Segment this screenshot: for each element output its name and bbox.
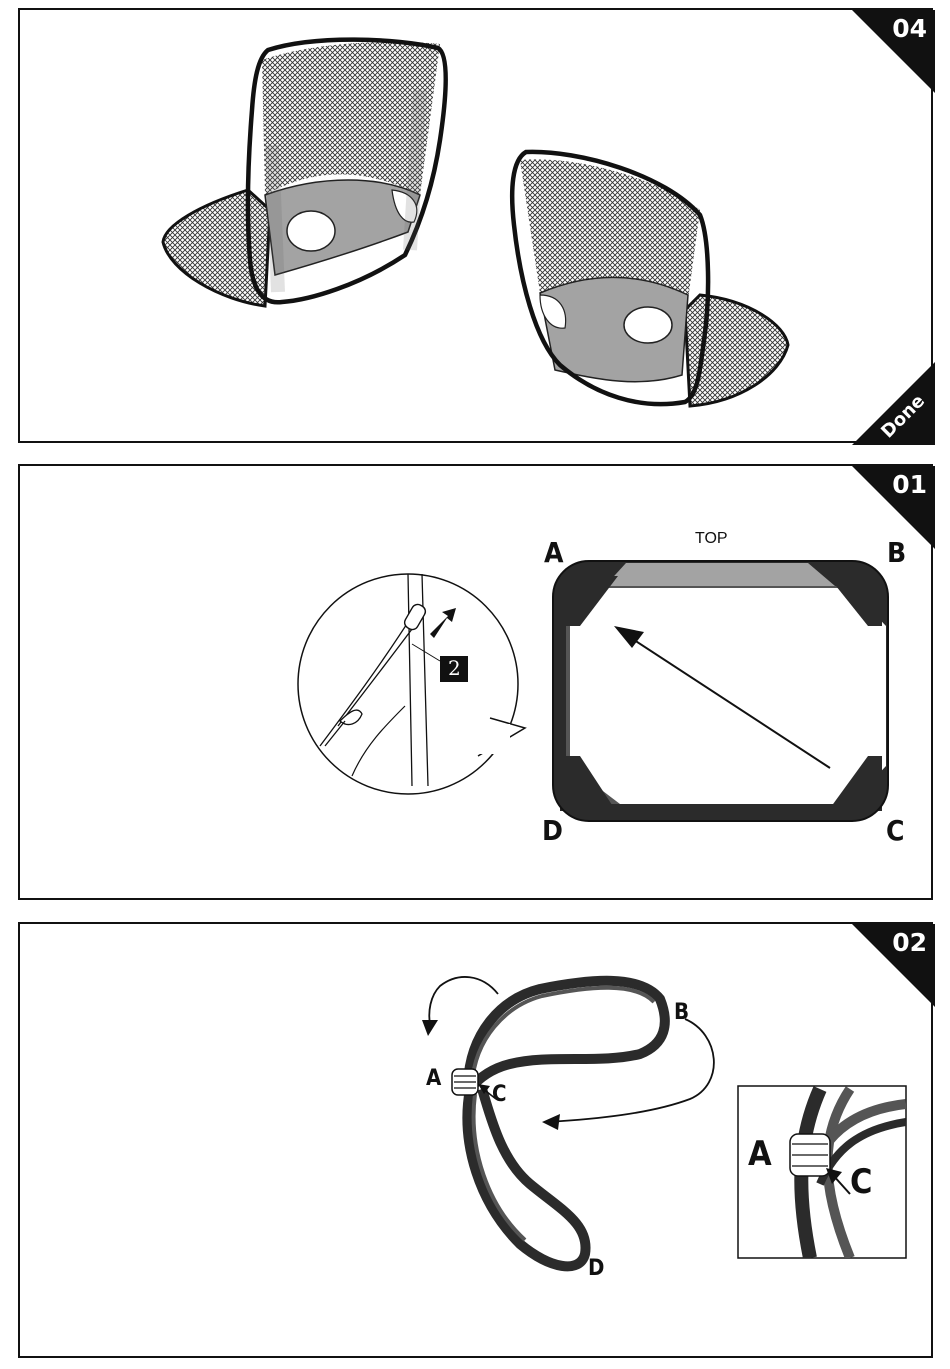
inset-label-c: C <box>850 1162 872 1202</box>
step-02-illustration <box>20 924 935 1360</box>
curved-arrow-icon <box>422 1020 438 1036</box>
corner-label-c: C <box>886 814 904 847</box>
corner-label-d: D <box>542 814 563 847</box>
zoom-callout <box>298 574 525 794</box>
step-02-panel: 02 B A C D A C <box>18 922 933 1358</box>
folding-loops <box>422 977 714 1266</box>
corner-label-b: B <box>887 536 906 569</box>
loop-label-a: A <box>426 1066 441 1091</box>
step-number: 01 <box>892 470 927 499</box>
callout-number: 2 <box>448 656 461 680</box>
inset-label-a: A <box>748 1134 772 1174</box>
corner-label-a: A <box>544 536 564 569</box>
step-04-illustration <box>20 10 935 445</box>
step-number: 04 <box>892 14 927 43</box>
goal-net-right <box>512 152 788 406</box>
goal-frame <box>553 561 888 821</box>
step-01-panel: 01 TOP A B C D 2 <box>18 464 933 900</box>
step-01-illustration <box>20 466 935 902</box>
loop-label-b: B <box>674 1000 689 1025</box>
goal-net-left <box>163 40 446 306</box>
step-number: 02 <box>892 928 927 957</box>
loop-label-d: D <box>588 1256 604 1281</box>
curved-arrow-icon <box>542 1114 560 1130</box>
step-04-panel: 04 Done <box>18 8 933 443</box>
loop-label-c: C <box>492 1082 507 1107</box>
top-label: TOP <box>695 530 728 548</box>
